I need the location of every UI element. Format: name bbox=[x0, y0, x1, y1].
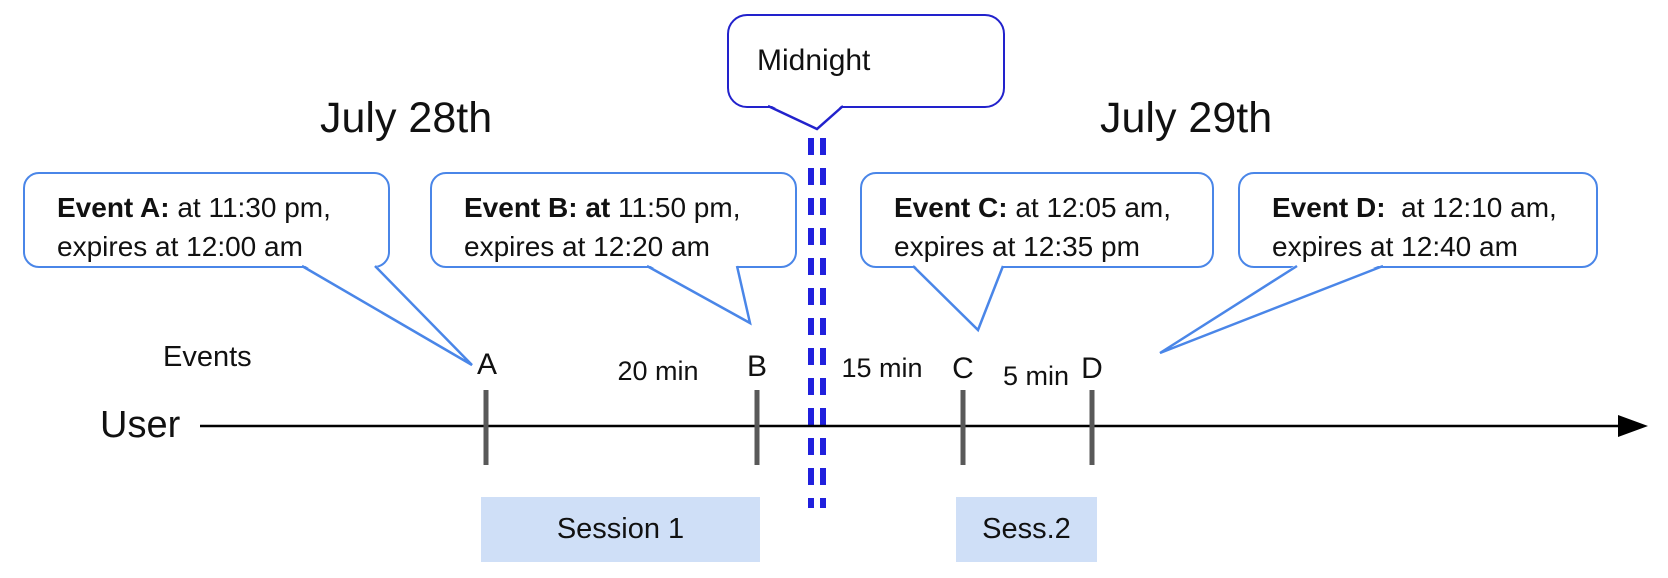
midnight-label: Midnight bbox=[757, 44, 871, 77]
event-d-tail-outline bbox=[1159, 264, 1384, 355]
session-1-bar: Session 1 bbox=[481, 497, 760, 562]
event-c-time: at 12:05 am, bbox=[1007, 192, 1172, 223]
event-b-callout: Event B: at 11:50 pm, expires at 12:20 am bbox=[430, 172, 797, 268]
event-a-expiry: expires at 12:00 am bbox=[57, 231, 303, 262]
event-b-expiry: expires at 12:20 am bbox=[464, 231, 710, 262]
tick-label-c: C bbox=[952, 352, 974, 385]
tick-label-b: B bbox=[746, 350, 768, 383]
event-c-text: Event C: at 12:05 am, expires at 12:35 pm bbox=[862, 174, 1212, 266]
event-b-text: Event B: at 11:50 pm, expires at 12:20 am bbox=[432, 174, 795, 266]
event-c-title: Event C: bbox=[894, 192, 1008, 223]
user-axis-label: User bbox=[100, 404, 181, 446]
event-a-text: Event A: at 11:30 pm, expires at 12:00 am bbox=[25, 174, 388, 266]
event-b-time: 11:50 pm, bbox=[610, 192, 741, 223]
event-a-tail-fill bbox=[302, 264, 472, 365]
event-d-text: Event D: at 12:10 am, expires at 12:40 am bbox=[1240, 174, 1596, 266]
event-c-callout: Event C: at 12:05 am, expires at 12:35 pm bbox=[860, 172, 1214, 268]
event-b-tail-outline bbox=[646, 264, 752, 326]
date-label-july-29: July 29th bbox=[1100, 94, 1273, 142]
event-d-expiry: expires at 12:40 am bbox=[1272, 231, 1518, 262]
session-2-bar: Sess.2 bbox=[956, 497, 1097, 562]
timeline-arrowhead-icon bbox=[1618, 415, 1648, 437]
event-d-tail-fill bbox=[1160, 264, 1383, 353]
tick-label-d: D bbox=[1081, 352, 1103, 385]
event-c-tail-fill bbox=[913, 264, 1003, 330]
session-2-label: Sess.2 bbox=[982, 513, 1071, 545]
event-c-tail-outline bbox=[912, 265, 1005, 333]
interval-label-15min: 15 min bbox=[841, 353, 923, 383]
event-c-expiry: expires at 12:35 pm bbox=[894, 231, 1140, 262]
event-a-title: Event A: bbox=[57, 192, 170, 223]
event-a-callout: Event A: at 11:30 pm, expires at 12:00 am bbox=[23, 172, 390, 268]
interval-label-20min: 20 min bbox=[617, 356, 699, 386]
events-row-label: Events bbox=[163, 341, 252, 373]
tick-label-a: A bbox=[476, 348, 498, 381]
interval-label-5min: 5 min bbox=[1002, 361, 1070, 391]
midnight-tail-outline bbox=[767, 104, 844, 131]
event-b-title: Event B: at bbox=[464, 192, 611, 223]
date-label-july-28: July 28th bbox=[320, 94, 493, 142]
event-a-time: at 11:30 pm, bbox=[169, 192, 331, 223]
event-b-tail-fill bbox=[647, 264, 750, 323]
event-a-tail-outline bbox=[301, 264, 473, 367]
session-1-label: Session 1 bbox=[556, 513, 685, 545]
event-d-title: Event D: bbox=[1272, 192, 1386, 223]
event-d-callout: Event D: at 12:10 am, expires at 12:40 am bbox=[1238, 172, 1598, 268]
event-d-time: at 12:10 am, bbox=[1385, 192, 1557, 223]
midnight-callout: Midnight bbox=[727, 14, 1005, 108]
